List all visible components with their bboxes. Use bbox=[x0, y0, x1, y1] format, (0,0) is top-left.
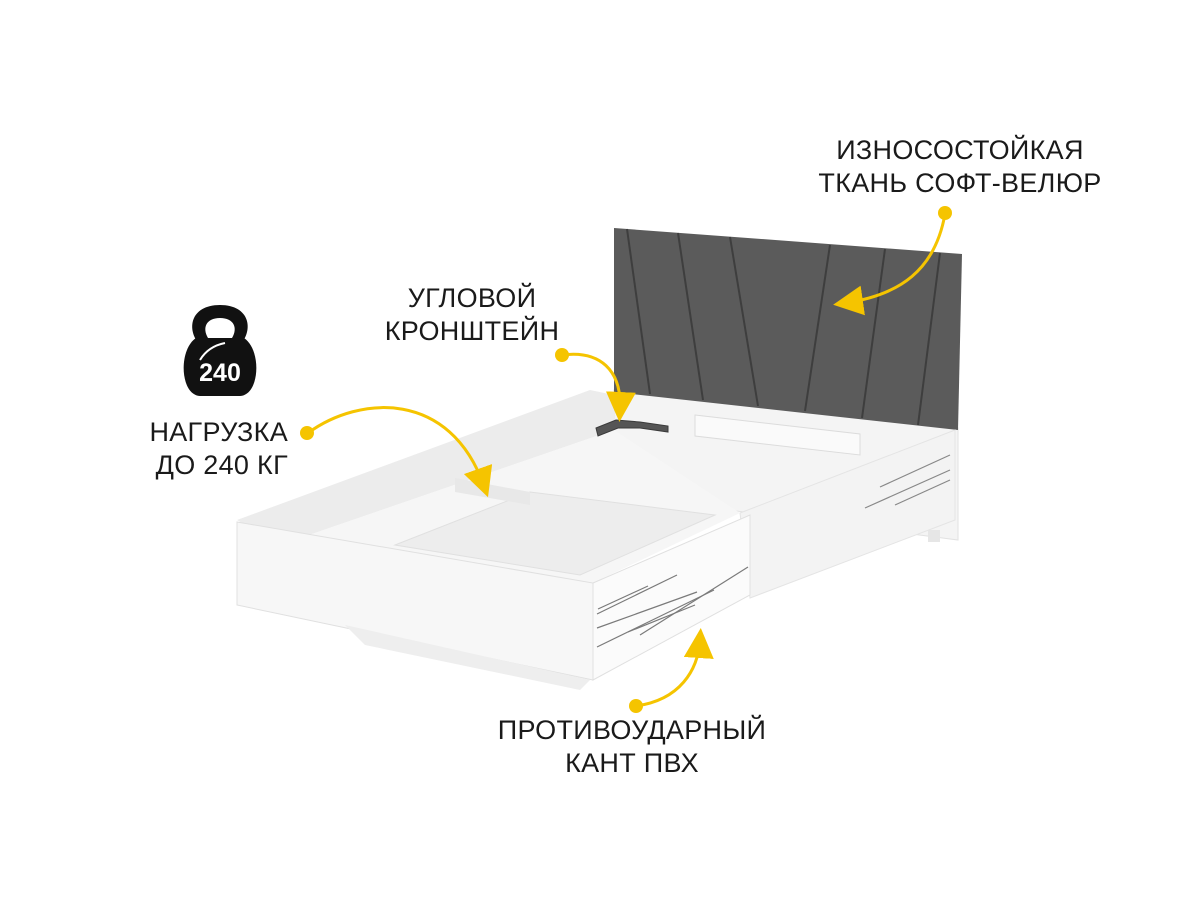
dot-fabric bbox=[938, 206, 952, 220]
dot-bracket bbox=[555, 348, 569, 362]
kettlebell-value: 240 bbox=[199, 359, 241, 387]
arrow-edge bbox=[635, 628, 714, 708]
rail-decor-lines bbox=[864, 454, 951, 509]
callout-arrows bbox=[307, 213, 947, 708]
kettlebell-icon: 240 bbox=[183, 305, 257, 396]
callout-load-line2: ДО 240 КГ bbox=[155, 450, 288, 480]
callout-edge: ПРОТИВОУДАРНЫЙ КАНТ ПВХ bbox=[472, 714, 792, 780]
decor-lines bbox=[596, 566, 749, 648]
callout-fabric-line2: ТКАНЬ СОФТ-ВЕЛЮР bbox=[818, 168, 1102, 198]
bed-base bbox=[345, 625, 590, 690]
callout-fabric-line1: ИЗНОСОСТОЙКАЯ bbox=[836, 135, 1084, 165]
headboard-upholstery bbox=[614, 228, 962, 430]
dot-load bbox=[300, 426, 314, 440]
callout-fabric: ИЗНОСОСТОЙКАЯ ТКАНЬ СОФТ-ВЕЛЮР bbox=[790, 134, 1130, 200]
headboard-leg bbox=[928, 530, 940, 542]
arrow-load bbox=[307, 406, 493, 498]
dot-edge bbox=[629, 699, 643, 713]
callout-bracket-line2: КРОНШТЕЙН bbox=[384, 316, 560, 346]
arrow-fabric bbox=[833, 213, 947, 316]
left-rail bbox=[237, 390, 614, 545]
center-divider bbox=[393, 491, 717, 576]
callout-edge-line2: КАНТ ПВХ bbox=[565, 748, 699, 778]
callout-load: НАГРУЗКА ДО 240 КГ bbox=[90, 416, 288, 482]
callout-edge-line1: ПРОТИВОУДАРНЫЙ bbox=[497, 715, 767, 745]
callout-load-line1: НАГРУЗКА bbox=[149, 417, 288, 447]
callout-bracket: УГЛОВОЙ КРОНШТЕЙН bbox=[362, 282, 582, 348]
arrow-bracket bbox=[561, 352, 636, 422]
headboard-shelf bbox=[694, 414, 861, 456]
callout-bracket-line1: УГЛОВОЙ bbox=[407, 283, 537, 313]
foot-panel-side bbox=[592, 514, 751, 681]
